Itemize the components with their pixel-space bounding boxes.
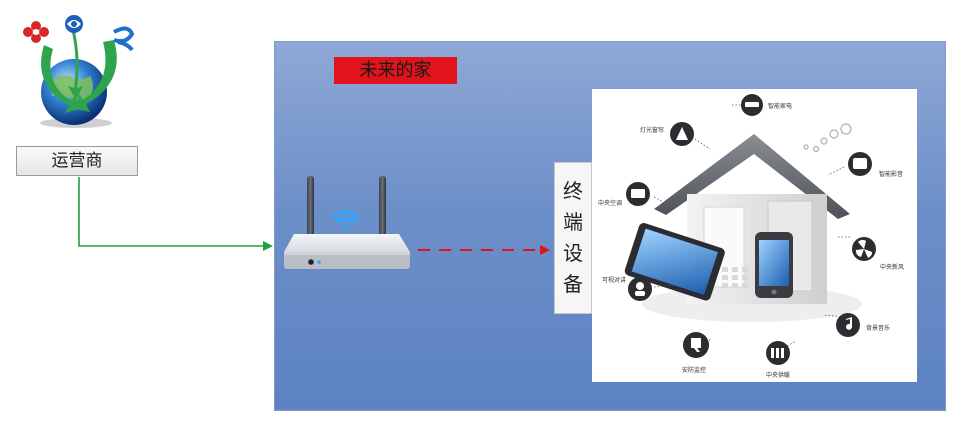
feature-label: 中央新风: [880, 264, 905, 271]
china-mobile-logo: [65, 15, 83, 33]
tablet-icon: [624, 223, 725, 301]
feature-label: 智能影音: [879, 171, 904, 178]
terminal-char: 终: [563, 179, 583, 203]
operator-to-router-arrow: [78, 177, 273, 251]
wifi-icon: [332, 210, 360, 230]
feature-label: 灯光窗帘: [640, 127, 665, 134]
operator-logo: [23, 15, 135, 128]
router-icon: [284, 176, 410, 269]
feature-label: 中央空调: [598, 200, 623, 207]
future-home-title: 未来的家: [334, 57, 457, 84]
operator-label: 运营商: [51, 151, 103, 171]
feature-label: 中央供暖: [766, 372, 791, 379]
green-arrow-icon: [76, 40, 117, 112]
smartphone-icon: [755, 232, 793, 298]
feature-label: 可视对讲: [602, 277, 627, 284]
terminal-char: 设: [563, 241, 583, 265]
terminal-char: 备: [563, 272, 583, 296]
china-unicom-logo: [23, 21, 49, 43]
operator-box: 运营商: [16, 146, 138, 176]
terminal-device-box: 终 端 设 备: [554, 162, 592, 314]
feature-label: 背景音乐: [866, 325, 891, 332]
feature-label: 智能家电: [768, 103, 793, 110]
china-telecom-logo: [113, 26, 135, 52]
smart-home-illustration: 智能家电 灯光窗帘 智能影音 中央空调 中央新风 可视对讲 背景音乐 安防监控 …: [592, 89, 917, 382]
house-roof-icon: [654, 134, 850, 219]
router-to-terminal-arrow: [418, 245, 550, 255]
feature-label: 安防监控: [682, 367, 707, 374]
green-arrow-icon: [41, 45, 79, 113]
terminal-char: 端: [563, 210, 583, 234]
